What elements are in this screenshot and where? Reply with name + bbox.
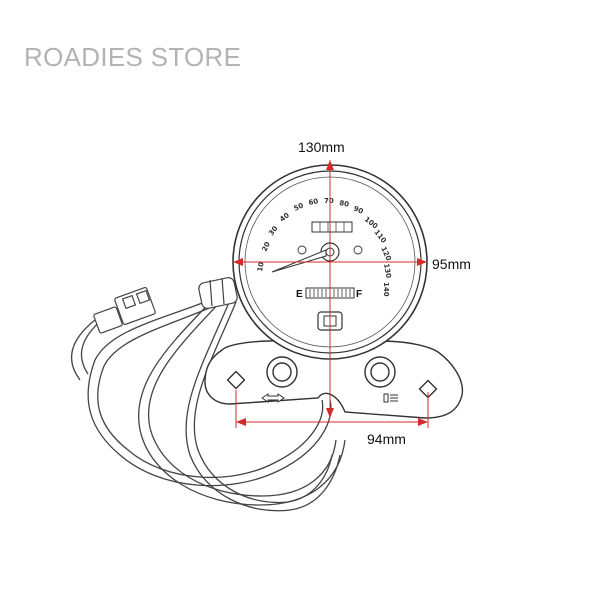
store-name: ROADIES STORE	[24, 42, 242, 72]
svg-text:70: 70	[324, 197, 334, 205]
gauge-needle	[271, 249, 327, 273]
cable-boot	[198, 277, 238, 309]
svg-text:60: 60	[308, 197, 319, 207]
svg-text:20: 20	[261, 241, 272, 253]
wire-connector	[93, 286, 156, 334]
svg-text:140: 140	[382, 282, 390, 297]
diameter-dimension-label: 95mm	[432, 256, 471, 272]
fuel-full-label: F	[356, 289, 362, 300]
bracket-width-dimension-label: 94mm	[367, 431, 406, 447]
svg-text:80: 80	[339, 199, 350, 209]
svg-text:50: 50	[293, 202, 305, 213]
fuel-empty-label: E	[296, 289, 303, 300]
svg-text:130: 130	[382, 263, 392, 279]
mounting-bracket	[204, 340, 464, 419]
height-dimension-label: 130mm	[298, 139, 345, 155]
odometer-window	[311, 221, 353, 233]
svg-text:10: 10	[256, 261, 266, 272]
fuel-gauge: E F	[296, 287, 362, 300]
svg-text:90: 90	[352, 205, 364, 216]
dimension-lines	[233, 160, 429, 428]
